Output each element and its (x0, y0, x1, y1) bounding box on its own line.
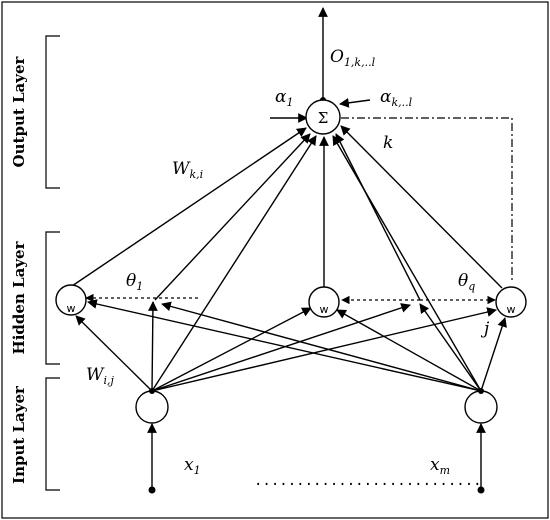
xm-junction-dot (478, 388, 484, 394)
feedback-path (341, 117, 513, 282)
theta-left-label: θ1 (126, 271, 143, 293)
output-index-label: k (383, 133, 393, 153)
xm-source-dot (477, 486, 485, 494)
edge-hidden1b-output (154, 133, 311, 301)
edge-xm-output (332, 135, 482, 392)
edge-x1-hidden1 (75, 315, 153, 392)
hidden-layer-bracket (45, 231, 60, 365)
edge-x1-hidden3 (151, 307, 497, 392)
input-ellipsis: ........................... (254, 473, 482, 489)
x1-label: x1 (184, 455, 201, 477)
activation-glyph: w (507, 303, 516, 316)
edge-xm-hidden3 (480, 317, 507, 392)
edge-x1-hidden3b (151, 303, 411, 392)
x1-source-dot (148, 486, 156, 494)
edge-xm-hidden1 (87, 299, 482, 392)
output-sum-node (305, 99, 341, 135)
x1-junction-dot (149, 388, 155, 394)
theta-right-label: θq (458, 271, 475, 293)
edge-xm-hidden3b (419, 303, 482, 392)
input-node-m (464, 390, 498, 424)
edge-x1-output (151, 135, 317, 392)
edge-hidden1-output (71, 127, 307, 287)
hidden-output-weight-label: Wk,i (172, 159, 203, 181)
hidden-node-2: w (308, 286, 340, 318)
hidden-layer-label: Hidden Layer (10, 240, 28, 354)
hidden-index-label: j (480, 319, 490, 339)
input-layer-label: Input Layer (10, 385, 28, 484)
output-label: O1,k,..l (330, 47, 376, 69)
alpha-left-label: α1 (275, 87, 293, 109)
edge-hidden3-output (340, 125, 503, 289)
input-hidden-weight-label: Wi,j (86, 365, 114, 387)
xm-label: xm (430, 455, 450, 477)
edge-hidden3b-output (335, 133, 421, 301)
input-node-1 (135, 390, 169, 424)
activation-glyph: w (67, 302, 76, 315)
edge-xm-hidden1b (161, 301, 482, 392)
alpha-right-label: αk,..l (380, 87, 413, 109)
activation-glyph: w (320, 303, 329, 316)
output-layer-label: Output Layer (10, 55, 28, 167)
edge-xm-hidden2 (336, 309, 482, 392)
sum-symbol: Σ (318, 109, 329, 127)
output-layer-bracket (45, 35, 60, 189)
hidden-node-1: w (55, 284, 87, 316)
input-layer-bracket (45, 377, 60, 491)
alpha-right-arrow (339, 97, 371, 108)
edge-x1-hidden2 (151, 307, 312, 392)
edge-x1-hidden1b (148, 301, 158, 392)
hidden-node-q: w (495, 286, 527, 318)
